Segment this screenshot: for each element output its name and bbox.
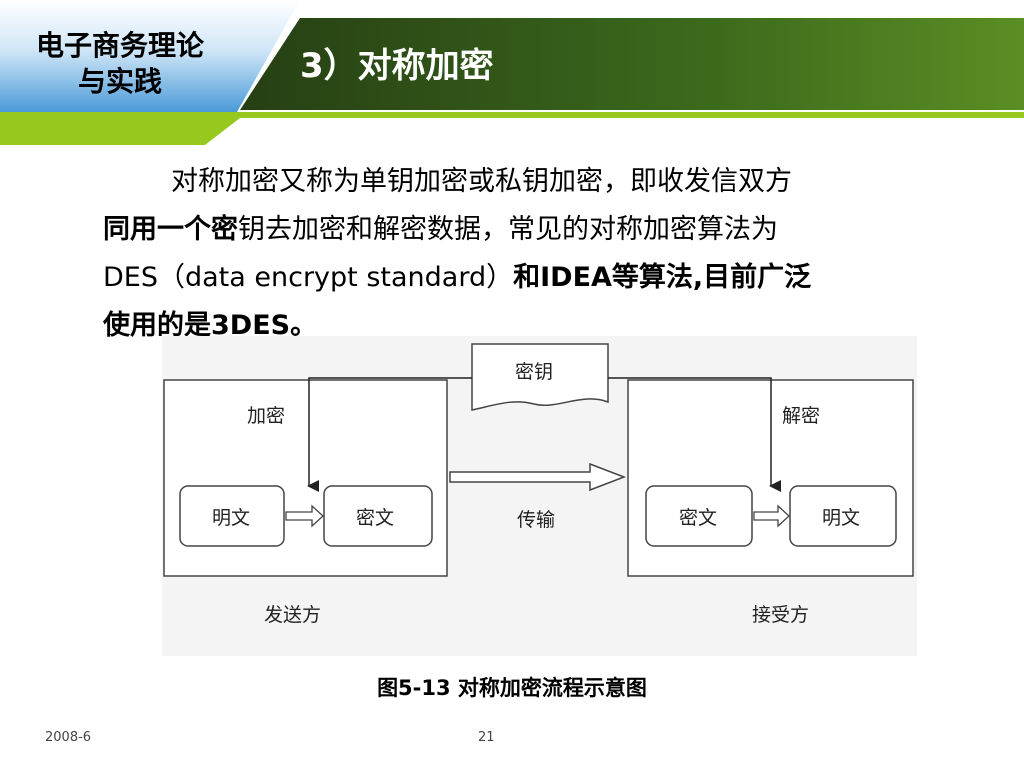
diagram-canvas: 密钥 加密 解密 明文 密文 密文 明文 传输 发送方 接受方 [162,336,917,656]
course-title-line2: 与实践 [77,65,162,98]
ciphertext-box-left [323,485,433,547]
plaintext-left-label: 明文 [212,507,250,529]
key-document-shape [471,343,609,411]
key-to-decrypt-arrow [608,377,781,492]
body-text-bold-part5: 和IDEA等算法,目前广泛 [513,262,812,293]
course-title-line1: 电子商务理论 [35,29,204,62]
key-to-encrypt-arrow [307,377,472,492]
receiver-label: 接受方 [752,604,809,626]
decrypt-label: 解密 [782,405,820,427]
body-text-part4: DES（data encrypt standard） [103,262,514,293]
figure-caption: 图5-13 对称加密流程示意图 [377,676,647,700]
body-text-bold-part2: 同用一个密 [103,214,238,245]
key-label: 密钥 [515,361,553,383]
plaintext-right-label: 明文 [822,507,860,529]
footer-page-number: 21 [478,730,495,745]
plaintext-box-right [789,485,897,547]
body-text-part1: 对称加密又称为单钥加密或私钥加密，即收发信双方 [171,166,792,197]
transmit-arrow [449,462,627,492]
encrypt-flow-arrow [285,504,324,528]
transmit-label: 传输 [517,509,555,531]
header-banner: 电子商务理论 与实践 3）对称加密 [0,0,1024,145]
body-text-part3: 钥去加密和解密数据，常见的对称加密算法为 [238,214,778,245]
sender-label: 发送方 [264,604,321,626]
footer-date: 2008-6 [45,730,92,745]
ciphertext-left-label: 密文 [356,507,394,529]
decrypt-flow-arrow [753,504,790,528]
encrypt-label: 加密 [247,405,285,427]
slide-title: 3）对称加密 [300,46,494,86]
ciphertext-box-right [645,485,753,547]
body-text-bold-part6: 使用的是3DES。 [103,310,318,341]
plaintext-box-left [179,485,285,547]
header-background [0,0,1024,145]
body-paragraph: 对称加密又称为单钥加密或私钥加密，即收发信双方 同用一个密钥去加密和解密数据，常… [103,158,963,350]
ciphertext-right-label: 密文 [679,507,717,529]
course-title: 电子商务理论 与实践 [10,28,230,100]
symmetric-encryption-diagram: 密钥 加密 解密 明文 密文 密文 明文 传输 发送方 接受方 [162,336,917,656]
